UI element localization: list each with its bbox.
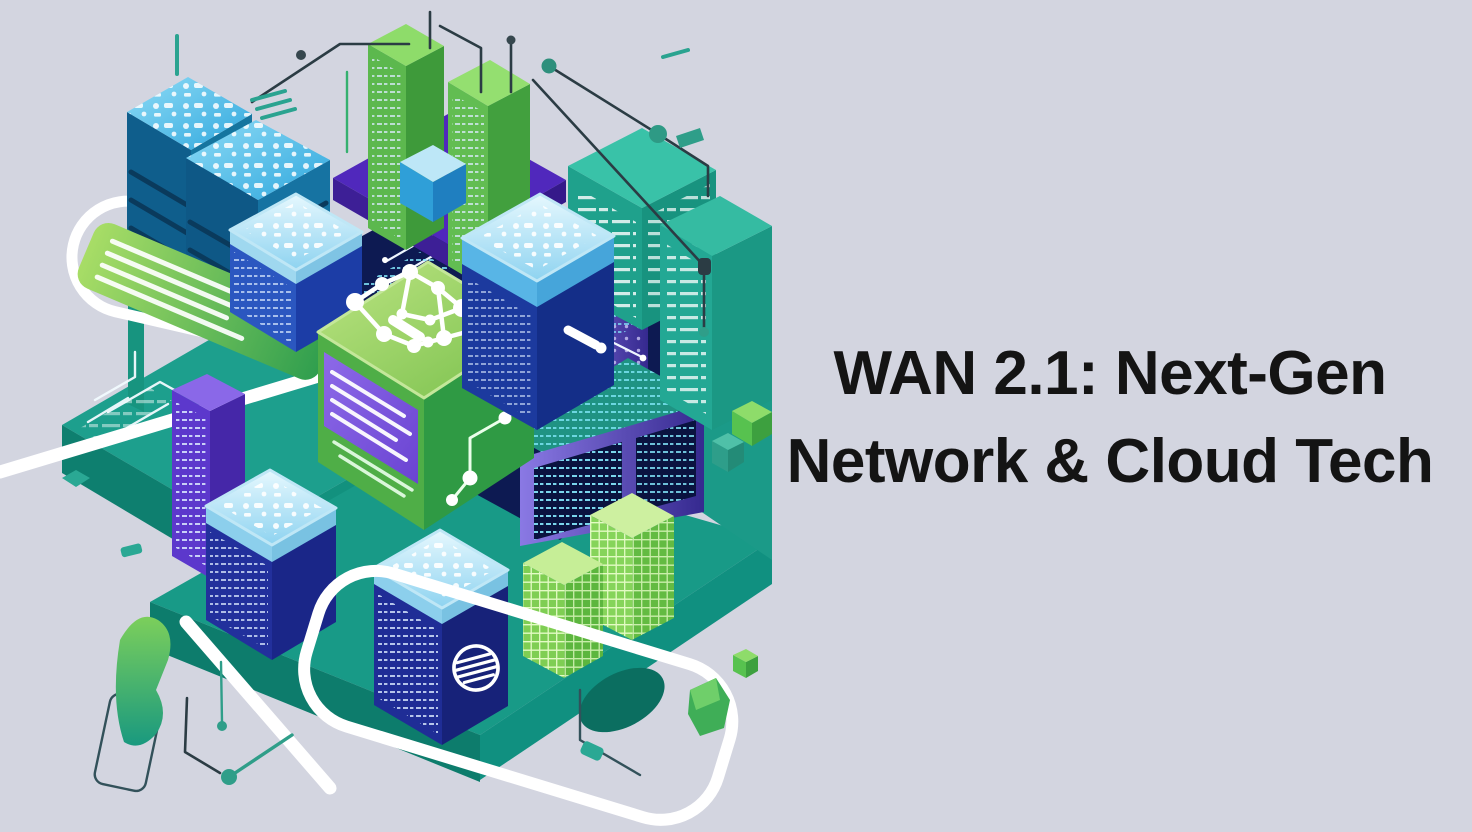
teal-dashes bbox=[175, 34, 690, 779]
molecule-nodes bbox=[346, 264, 481, 353]
cloud-hub-cube-right bbox=[460, 192, 616, 430]
title-line-1: WAN 2.1: Next-Gen bbox=[833, 339, 1387, 408]
green-label-slab bbox=[77, 222, 337, 380]
title-line-2: Network & Cloud Tech bbox=[786, 427, 1434, 496]
platform-notch bbox=[579, 667, 665, 733]
indigo-screen-panel bbox=[520, 404, 704, 546]
panel-text-rows bbox=[330, 370, 412, 462]
blue-emblem-cube-bottom bbox=[372, 528, 510, 745]
blue-node-cube-left bbox=[228, 192, 364, 352]
floating-cubes bbox=[62, 401, 772, 761]
banner-title: WAN 2.1: Next-Gen Network & Cloud Tech bbox=[748, 330, 1472, 506]
white-connector-stub bbox=[388, 315, 434, 348]
white-frame-bottom bbox=[179, 564, 739, 826]
teal-chip bbox=[676, 128, 704, 148]
striped-globe-emblem bbox=[452, 644, 500, 692]
white-connector-pen bbox=[563, 325, 601, 350]
green-wedge bbox=[115, 616, 171, 746]
teal-diamond bbox=[62, 470, 90, 487]
platform-circuit-traces bbox=[86, 350, 180, 434]
green-network-cube bbox=[316, 260, 536, 530]
